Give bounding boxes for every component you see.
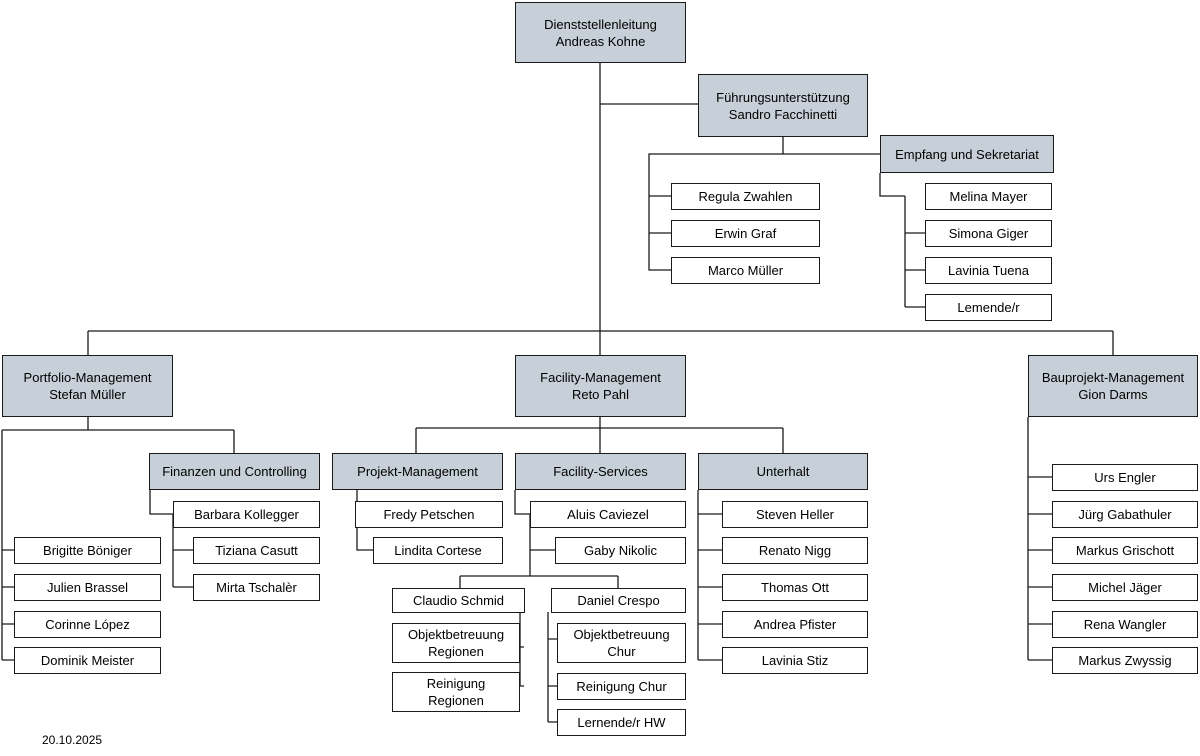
reinigung-chur-box: Reinigung Chur [557,673,686,700]
finance-member: Mirta Tschalèr [193,574,320,601]
portfolio-member: Dominik Meister [14,647,161,674]
claudio-schmid-box: Claudio Schmid [392,588,525,613]
portfolio-box: Portfolio-Management Stefan Müller [2,355,173,417]
project-mgmt-member: Fredy Petschen [355,501,503,528]
portfolio-member: Julien Brassel [14,574,161,601]
reception-box: Empfang und Sekretariat [880,135,1054,173]
facility-services-member: Gaby Nikolic [555,537,686,564]
project-mgmt-member: Lindita Cortese [373,537,503,564]
support-staff-item: Erwin Graf [671,220,820,247]
support-staff-item: Marco Müller [671,257,820,284]
support-name: Sandro Facchinetti [728,106,838,122]
portfolio-title: Portfolio-Management [23,370,152,385]
support-box: Führungsunterstützung Sandro Facchinetti [698,74,868,137]
facility-title: Facility-Management [540,370,661,385]
construction-member: Markus Zwyssig [1052,647,1198,674]
finance-member: Tiziana Casutt [193,537,320,564]
maintenance-member: Lavinia Stiz [722,647,868,674]
maintenance-title: Unterhalt [756,464,810,479]
maintenance-member: Steven Heller [722,501,868,528]
construction-member: Urs Engler [1052,464,1198,491]
portfolio-name: Stefan Müller [49,387,126,402]
portfolio-member: Brigitte Böniger [14,537,161,564]
objektbetreuung-regionen-box: Objektbetreuung Regionen [392,623,520,663]
lernende-hw-box: Lernende/r HW [557,709,686,736]
objektbetreuung-chur-box: Objektbetreuung Chur [557,623,686,663]
construction-title: Bauprojekt-Management [1041,370,1185,385]
director-box: Dienststellenleitung Andreas Kohne [515,2,686,63]
maintenance-member: Andrea Pfister [722,611,868,638]
construction-member: Jürg Gabathuler [1052,501,1198,528]
finance-box: Finanzen und Controlling [149,453,320,490]
construction-member: Markus Grischott [1052,537,1198,564]
daniel-crespo-box: Daniel Crespo [551,588,686,613]
project-mgmt-box: Projekt-Management [332,453,503,490]
support-title: Führungsunterstützung [716,89,850,105]
support-staff-item: Regula Zwahlen [671,183,820,210]
maintenance-member: Thomas Ott [722,574,868,601]
reception-member: Lavinia Tuena [925,257,1052,284]
director-title: Dienststellenleitung [544,16,657,32]
reception-member: Lemende/r [925,294,1052,321]
reception-member: Simona Giger [925,220,1052,247]
facility-services-title: Facility-Services [553,464,648,479]
portfolio-member: Corinne López [14,611,161,638]
facility-services-member: Aluis Caviezel [530,501,686,528]
facility-name: Reto Pahl [571,387,630,402]
reception-member: Melina Mayer [925,183,1052,210]
construction-member: Rena Wangler [1052,611,1198,638]
maintenance-box: Unterhalt [698,453,868,490]
project-mgmt-title: Projekt-Management [357,464,478,479]
facility-services-box: Facility-Services [515,453,686,490]
finance-member: Barbara Kollegger [173,501,320,528]
reception-title: Empfang und Sekretariat [895,146,1039,162]
facility-box: Facility-Management Reto Pahl [515,355,686,417]
construction-name: Gion Darms [1078,387,1148,402]
finance-title: Finanzen und Controlling [162,464,307,479]
reinigung-regionen-box: Reinigung Regionen [392,672,520,712]
date-stamp: 20.10.2025 [42,733,103,747]
construction-member: Michel Jäger [1052,574,1198,601]
maintenance-member: Renato Nigg [722,537,868,564]
construction-box: Bauprojekt-Management Gion Darms [1028,355,1198,417]
director-name: Andreas Kohne [555,33,646,49]
